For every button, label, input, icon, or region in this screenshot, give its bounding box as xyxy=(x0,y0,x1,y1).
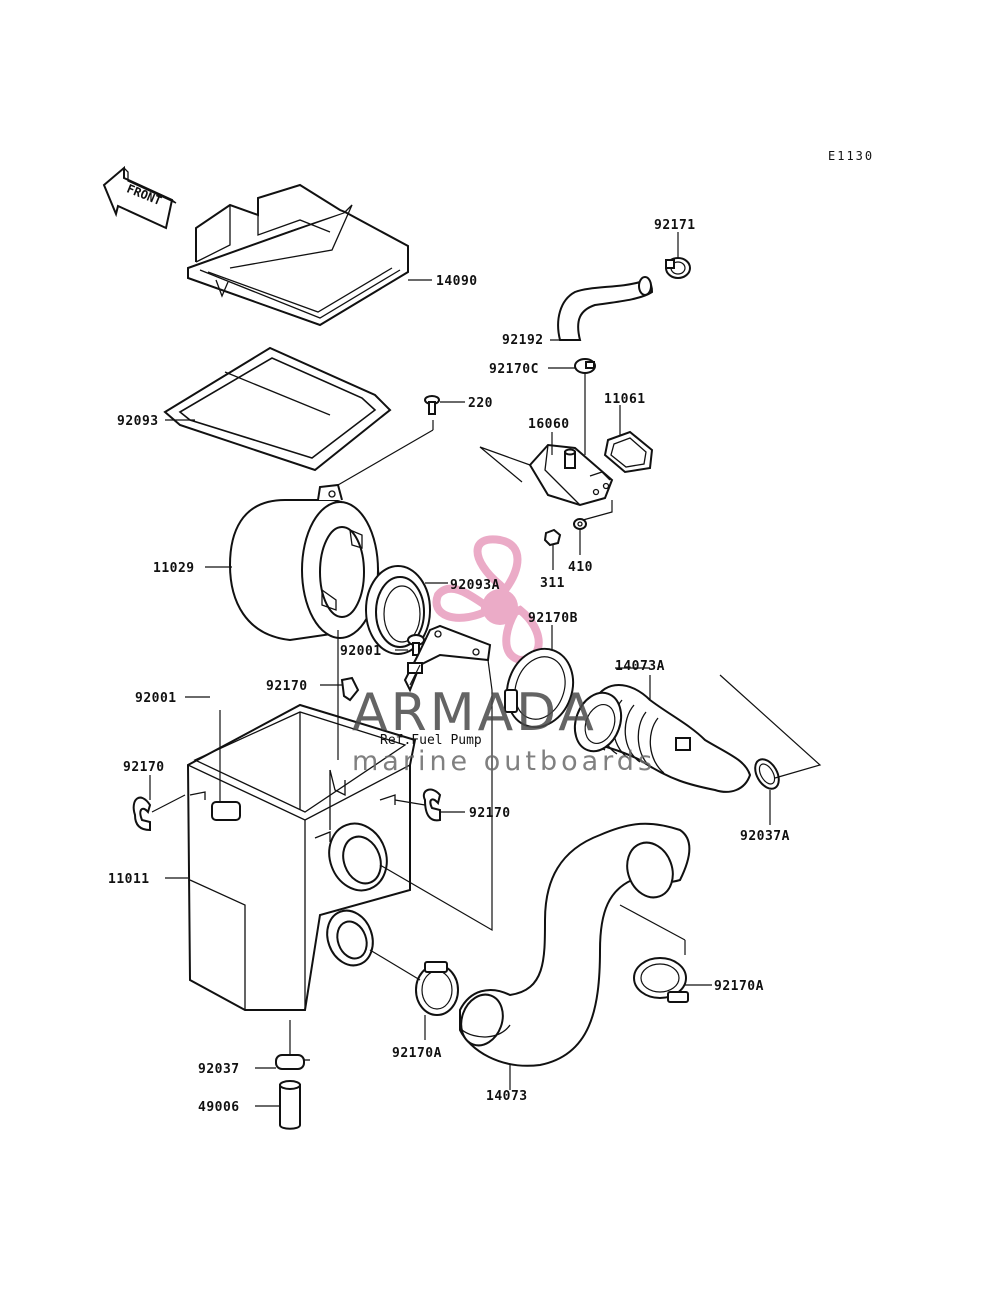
label-92170-right: 92170 xyxy=(469,806,511,821)
label-14073A: 14073A xyxy=(615,659,665,674)
drain-clamp-92037-part xyxy=(275,1054,310,1070)
label-92037A: 92037A xyxy=(740,829,790,844)
label-92093A: 92093A xyxy=(450,578,500,593)
label-92001-left: 92001 xyxy=(135,691,177,706)
air-filter-element-part xyxy=(228,483,380,642)
label-92001-mid: 92001 xyxy=(340,644,382,659)
clamp-92170-right-part xyxy=(422,788,442,822)
hose-clamp-92170B-part xyxy=(504,647,575,729)
washer-410-part xyxy=(573,518,587,530)
label-92170A-bottom: 92170A xyxy=(392,1046,442,1061)
diagram-code: E1130 xyxy=(828,149,874,163)
label-92170C: 92170C xyxy=(489,362,539,377)
label-92093: 92093 xyxy=(117,414,159,429)
hose-clamp-92170A-right-part xyxy=(633,957,689,1003)
label-14073: 14073 xyxy=(486,1089,528,1104)
label-92170A-right: 92170A xyxy=(714,979,764,994)
leader-lines xyxy=(149,232,822,1107)
fitting-16060-part xyxy=(528,443,614,507)
ring-seal-92093A-part xyxy=(365,565,431,655)
label-49006: 49006 xyxy=(198,1100,240,1115)
clamp-92170C-part xyxy=(574,358,596,374)
watermark-subtitle: marine outboards xyxy=(352,746,656,777)
corrugated-duct-14073A-part xyxy=(573,684,752,793)
label-220: 220 xyxy=(468,396,493,411)
label-311: 311 xyxy=(540,576,565,591)
part-labels: 14090 92093 220 11029 92093A 92001 92170… xyxy=(108,218,790,1115)
clamp-92037A-part xyxy=(754,758,780,790)
clamp-92171-part xyxy=(665,257,691,279)
label-92170B: 92170B xyxy=(528,611,578,626)
label-11029: 11029 xyxy=(153,561,195,576)
label-92170-left: 92170 xyxy=(123,760,165,775)
clamp-92170-left-part xyxy=(132,796,152,832)
air-cleaner-case-part xyxy=(186,703,417,1011)
bolt-92001-mid-part xyxy=(407,634,425,656)
drain-plug-49006-part xyxy=(279,1080,301,1130)
bracket-part xyxy=(403,624,492,693)
label-410: 410 xyxy=(568,560,593,575)
gasket-part xyxy=(163,346,392,472)
label-92192: 92192 xyxy=(502,333,544,348)
watermark-propeller-logo xyxy=(432,535,543,665)
label-11011: 11011 xyxy=(108,872,150,887)
label-14090: 14090 xyxy=(436,274,478,289)
ref-fuel-pump-note: Ref.Fuel Pump xyxy=(380,733,482,748)
label-92037: 92037 xyxy=(198,1062,240,1077)
label-16060: 16060 xyxy=(528,417,570,432)
intake-duct-14073-part xyxy=(459,822,691,1067)
watermark-title: ARMADA xyxy=(352,683,597,743)
screw-220-part xyxy=(424,395,440,415)
air-cleaner-cover-part xyxy=(187,183,409,327)
front-direction-arrow-icon: FRONT xyxy=(102,165,177,230)
nut-311-part xyxy=(543,528,562,547)
label-92171: 92171 xyxy=(654,218,696,233)
clamp-92170-mid-part xyxy=(340,676,360,702)
label-92170-mid: 92170 xyxy=(266,679,308,694)
hose-clamp-92170A-bottom-part xyxy=(415,961,459,1016)
hose-92192-part xyxy=(557,276,654,341)
label-11061: 11061 xyxy=(604,392,646,407)
gasket-11061-part xyxy=(603,430,654,474)
